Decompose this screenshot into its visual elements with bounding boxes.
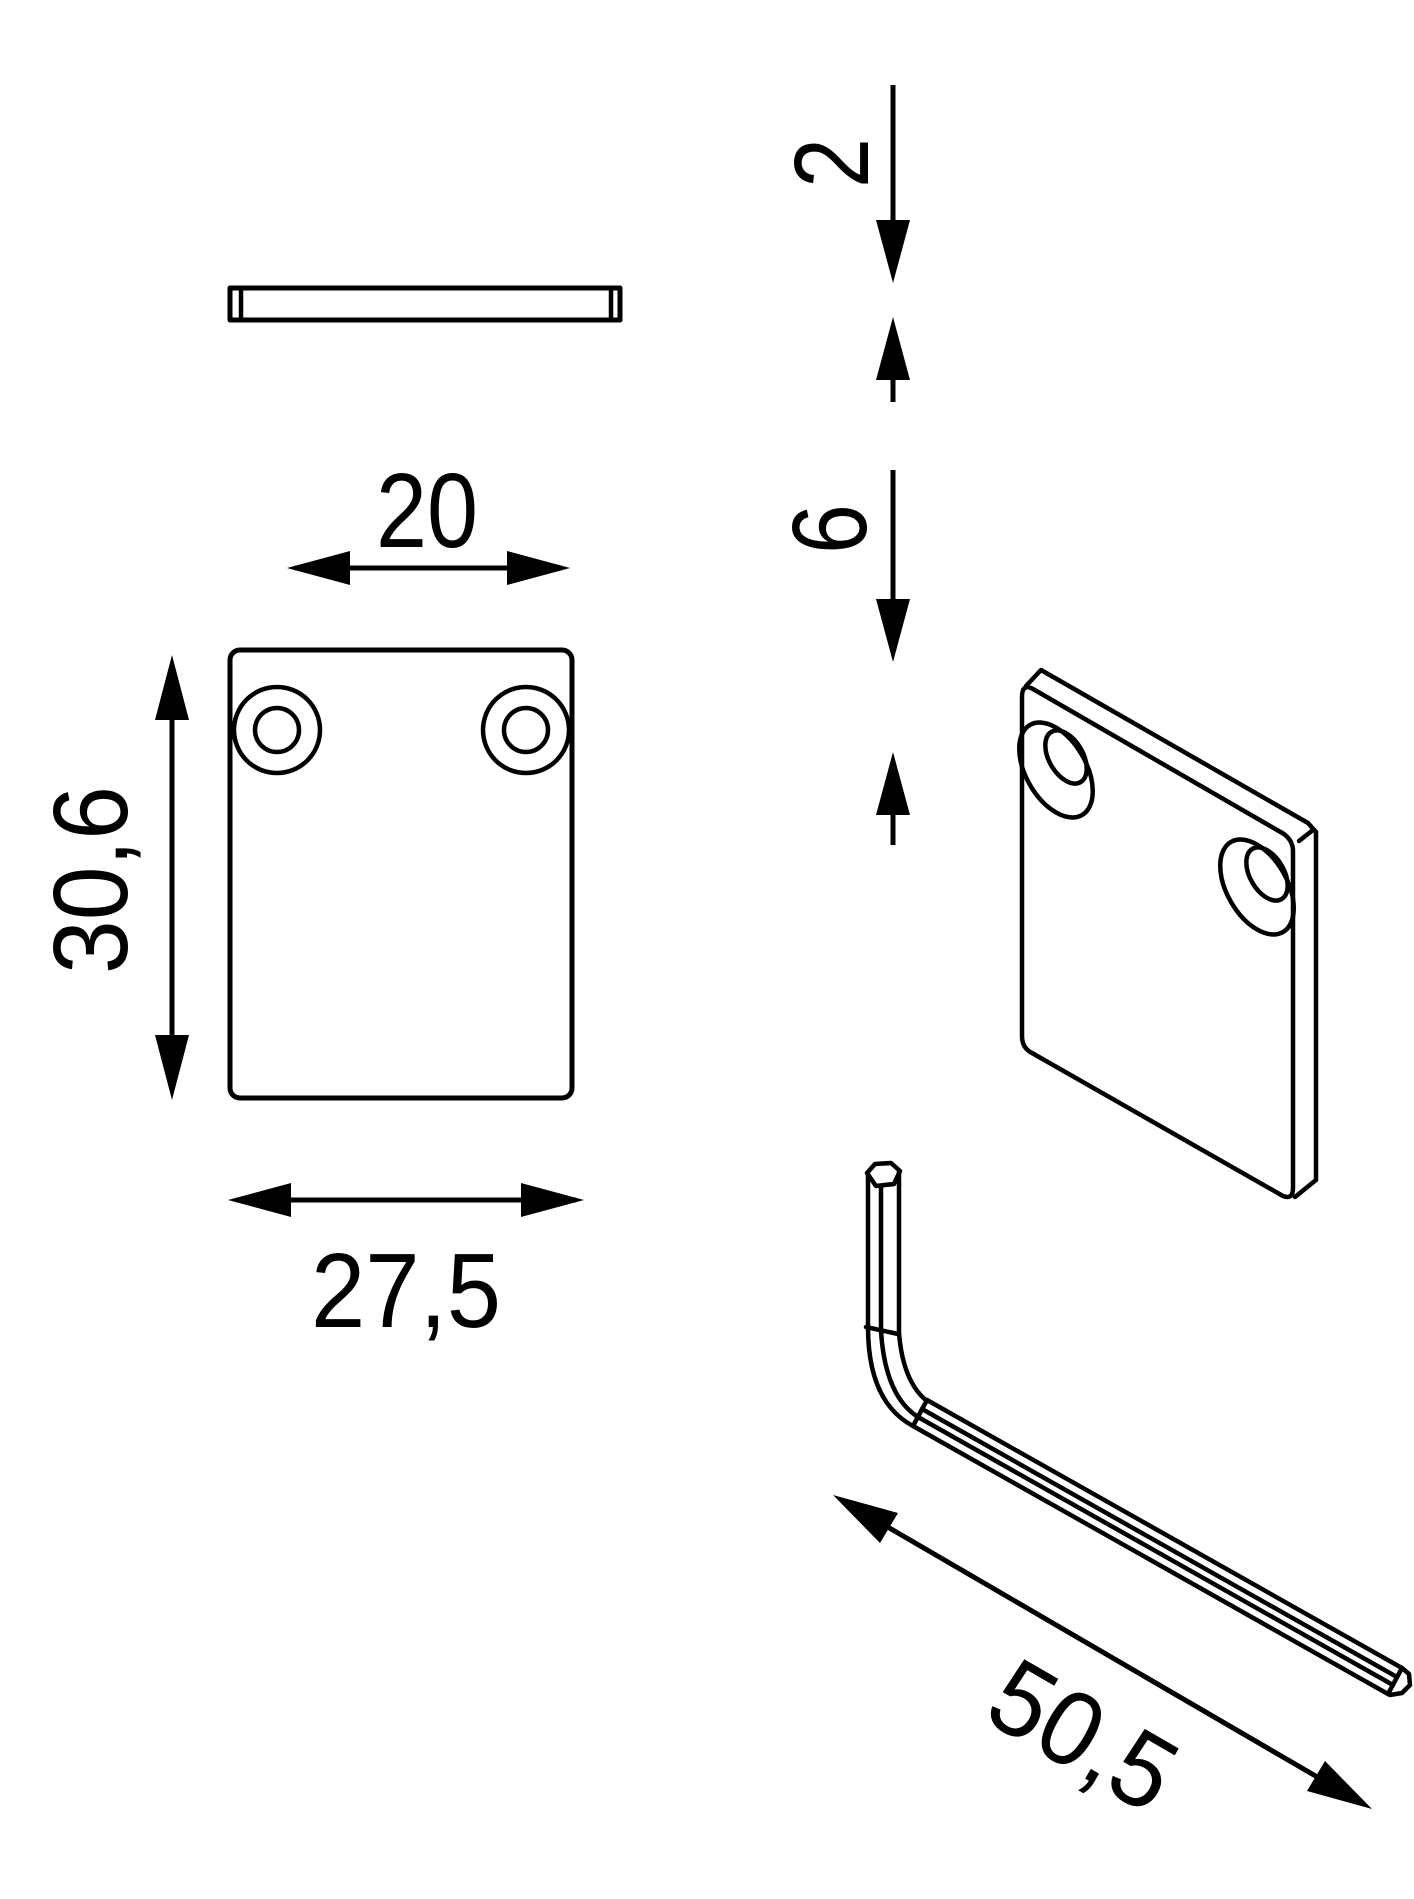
key-length-dim-line bbox=[841, 1498, 1364, 1806]
down-arrow-icon bbox=[876, 220, 910, 283]
front-view-right-hole-inner bbox=[501, 705, 551, 755]
right-arrow-icon bbox=[507, 551, 570, 585]
iso-upper-left-hole bbox=[1016, 720, 1096, 820]
allen-key-bend-outer-curve bbox=[865, 1324, 916, 1429]
allen-key-tip-hex-face bbox=[1385, 1665, 1413, 1698]
right-arrow-icon bbox=[521, 1183, 584, 1217]
iso-front-face bbox=[1019, 685, 1296, 1200]
down-arrow-icon bbox=[876, 599, 910, 662]
allen-key-arm-facet-line-a bbox=[919, 1406, 1400, 1680]
iso-lower-right-hole bbox=[1217, 837, 1297, 937]
allen-key-arm-facet-line-b bbox=[915, 1414, 1396, 1688]
plate-front-view bbox=[227, 647, 575, 1101]
down-arrow-icon bbox=[155, 1035, 189, 1100]
allen-key-bend-inner-curve bbox=[896, 1330, 930, 1404]
allen-key-arm-top-edge bbox=[924, 1397, 1405, 1671]
allen-key bbox=[863, 1160, 1413, 1698]
up-arrow-icon bbox=[155, 655, 189, 720]
thickness-dim-label: 2 bbox=[773, 138, 891, 188]
iso-upper-left-hole-inner bbox=[1043, 728, 1089, 786]
iso-top-strip bbox=[1023, 667, 1319, 835]
allen-key-bend-facet-curve bbox=[878, 1328, 921, 1420]
allen-key-bend-end-facet bbox=[910, 1397, 930, 1429]
iso-right-strip bbox=[1292, 829, 1319, 1200]
down-right-arrow-icon bbox=[1307, 1761, 1372, 1809]
up-left-arrow-icon bbox=[833, 1495, 898, 1543]
side-view-plate-outline bbox=[227, 285, 623, 323]
allen-key-top-hex-face bbox=[864, 1160, 903, 1189]
up-arrow-icon bbox=[876, 317, 910, 380]
dimension-hole-spacing: 20 bbox=[287, 452, 570, 585]
front-view-left-hole-outer bbox=[231, 684, 323, 776]
height-dim-label: 30,6 bbox=[32, 786, 150, 974]
dimension-height: 30,6 bbox=[32, 655, 189, 1100]
dimension-depth: 6 bbox=[771, 470, 910, 845]
plate-isometric-view bbox=[1016, 667, 1319, 1200]
key-length-dim-label: 50,5 bbox=[969, 1636, 1197, 1836]
left-arrow-icon bbox=[287, 551, 350, 585]
dimension-width: 27,5 bbox=[228, 1183, 584, 1350]
dimension-key-length: 50,5 bbox=[833, 1495, 1372, 1836]
front-view-right-hole-outer bbox=[480, 684, 572, 776]
up-arrow-icon bbox=[876, 752, 910, 815]
plate-side-view bbox=[227, 285, 623, 323]
hole-spacing-dim-label: 20 bbox=[376, 452, 478, 570]
allen-key-arm-bottom-edge bbox=[910, 1423, 1391, 1697]
depth-dim-label: 6 bbox=[771, 504, 889, 554]
width-dim-label: 27,5 bbox=[311, 1232, 501, 1350]
front-view-left-hole-inner bbox=[252, 705, 302, 755]
dimension-thickness: 2 bbox=[773, 85, 910, 402]
left-arrow-icon bbox=[228, 1183, 291, 1217]
front-view-plate-outline bbox=[227, 647, 575, 1101]
iso-lower-right-hole-inner bbox=[1244, 845, 1290, 903]
iso-top-right-bevel bbox=[1296, 827, 1316, 844]
